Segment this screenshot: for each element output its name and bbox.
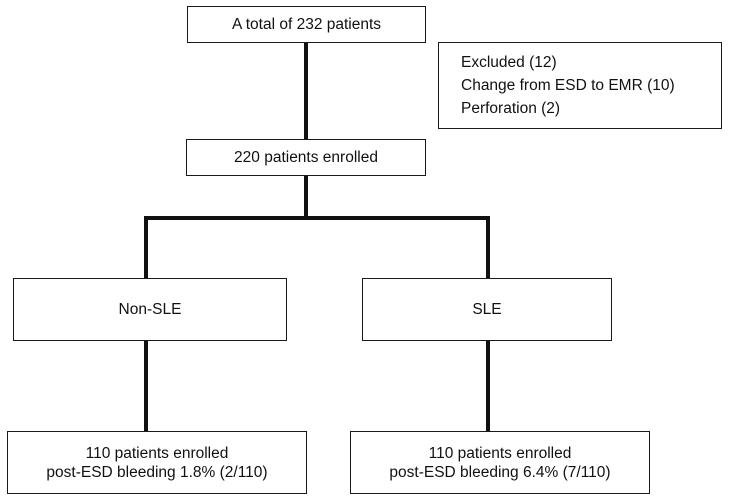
connector-split-to-sle (486, 216, 490, 279)
connector-non-sle-to-result (144, 340, 148, 432)
enrolled-label: 220 patients enrolled (234, 149, 378, 166)
sle-bleeding-label: post-ESD bleeding 6.4% (7/110) (389, 463, 611, 481)
total-patients-label: A total of 232 patients (231, 16, 382, 33)
connector-split-horizontal (144, 216, 490, 220)
perforation-label: Perforation (2) (461, 100, 561, 117)
connector-enrolled-to-split (304, 175, 308, 218)
sle-result-box: 110 patients enrolled post-ESD bleeding … (350, 431, 650, 494)
non-sle-result-box: 110 patients enrolled post-ESD bleeding … (7, 431, 307, 494)
non-sle-bleeding-label: post-ESD bleeding 1.8% (2/110) (46, 463, 268, 481)
non-sle-enrolled-label: 110 patients enrolled (85, 444, 229, 462)
non-sle-box: Non-SLE (13, 278, 287, 341)
sle-enrolled-label: 110 patients enrolled (428, 444, 572, 462)
connector-split-to-non-sle (144, 216, 148, 279)
connector-total-to-enrolled (304, 42, 308, 140)
change-esd-to-emr-label: Change from ESD to EMR (10) (461, 77, 675, 94)
excluded-label: Excluded (12) (461, 54, 557, 71)
sle-label: SLE (472, 301, 502, 318)
connector-sle-to-result (486, 340, 490, 432)
sle-box: SLE (362, 278, 612, 341)
total-patients-box: A total of 232 patients (187, 6, 426, 43)
non-sle-label: Non-SLE (118, 301, 182, 318)
enrolled-box: 220 patients enrolled (186, 139, 426, 176)
excluded-box: Excluded (12) Change from ESD to EMR (10… (438, 42, 722, 129)
